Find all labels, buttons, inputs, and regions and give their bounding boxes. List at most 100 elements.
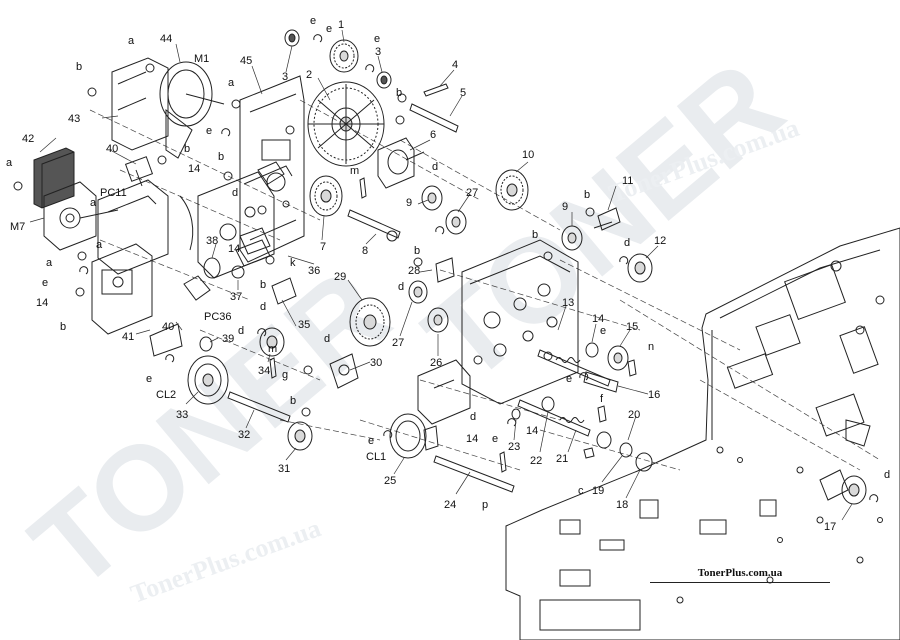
callout-c1: c [578,485,584,497]
callout-b6: b [414,245,420,257]
callout-40b: 40 [162,321,174,333]
callout-28: 28 [408,265,420,277]
gear-31 [287,421,313,451]
gear-34 [259,327,285,357]
shaft-13-spring-21 [517,349,611,437]
gear-10 [495,169,529,211]
callout-20: 20 [628,409,640,421]
callout-27b: 27 [392,337,404,349]
gear-27-lower [408,280,428,304]
gear-7 [309,175,343,217]
callout-9a: 9 [406,197,412,209]
drive-plate-left [197,75,305,279]
callout-14f: 14 [526,425,538,437]
callout-b5: b [396,87,402,99]
callout-14b: 14 [228,243,240,255]
callout-CL2: CL2 [156,389,176,401]
callout-d4: d [238,325,244,337]
callout-b1: b [76,61,82,73]
callout-p1: p [482,499,488,511]
callout-24: 24 [444,499,456,511]
callout-a4: a [90,197,97,209]
leader-lines [29,29,853,521]
callout-e10: e [600,325,606,337]
callout-a3: a [6,157,13,169]
callout-a2: a [228,77,235,89]
callout-k1: k [290,257,296,269]
callout-27a: 27 [466,187,478,199]
callout-14a: 14 [188,163,200,175]
callout-6: 6 [430,129,436,141]
callout-b2: b [184,143,190,155]
callout-25: 25 [384,475,396,487]
callout-9b: 9 [562,201,568,213]
callout-e2: e [326,23,332,35]
callout-3b: 3 [375,46,381,58]
callout-7: 7 [320,241,326,253]
pins-f-n-m-p [269,177,637,473]
callout-18: 18 [616,499,628,511]
parts-18-19-20 [596,431,653,472]
callout-45: 45 [240,55,252,67]
bracket-28 [435,257,455,283]
callout-13: 13 [562,297,574,309]
bushing-3a [284,29,300,47]
callout-12: 12 [654,235,666,247]
callout-b7: b [532,229,538,241]
gear-12 [627,253,653,283]
callout-26: 26 [430,357,442,369]
callout-14d: 14 [592,313,604,325]
bushing-39 [199,336,213,352]
callout-42: 42 [22,133,34,145]
callout-8: 8 [362,245,368,257]
callout-m2: m [268,343,277,355]
gear-26 [427,307,449,333]
callout-d5: d [260,301,266,313]
callout-d3: d [398,281,404,293]
gear-1 [329,39,359,73]
callout-labels: 1 2 3 3 4 5 6 7 8 9 9 10 11 12 13 14 14 … [6,15,890,533]
gear-27-upper [445,209,467,235]
site-label: TonerPlus.com.ua [650,566,830,583]
callout-d9: d [232,187,238,199]
callout-19: 19 [592,485,604,497]
shaft-24 [433,455,515,493]
callout-a5: a [46,257,53,269]
sensor-bracket-assembly [91,156,211,357]
callout-21: 21 [556,453,568,465]
callout-e3: e [374,33,380,45]
parts-14-15-16 [583,342,629,393]
callout-22: 22 [530,455,542,467]
callout-2: 2 [306,69,312,81]
callout-16: 16 [648,389,660,401]
bracket-11 [593,207,621,231]
callout-14c: 14 [36,297,48,309]
fasteners [13,34,879,503]
gear-29 [349,297,391,347]
callout-32: 32 [238,429,250,441]
callout-d1: d [432,161,438,173]
callout-M7: M7 [10,221,25,233]
callout-11: 11 [622,175,633,187]
gear-2-large [307,81,385,167]
bracket-30 [329,353,359,389]
callout-35: 35 [298,319,310,331]
callout-e7: e [368,435,374,447]
part-22-23 [511,396,555,420]
callout-e6: e [146,373,152,385]
callout-a6: a [96,239,103,251]
callout-m1: m [350,165,359,177]
callout-23: 23 [508,441,520,453]
callout-17: 17 [824,521,836,533]
callout-34: 34 [258,365,270,377]
callout-CL1: CL1 [366,451,386,463]
callout-a1: a [128,35,135,47]
motor-m1-assembly [111,57,225,159]
callout-14e: 14 [466,433,478,445]
callout-41: 41 [122,331,134,343]
callout-15: 15 [626,321,638,333]
callout-33: 33 [176,409,188,421]
callout-e1: e [310,15,316,27]
callout-n1: n [648,341,654,353]
